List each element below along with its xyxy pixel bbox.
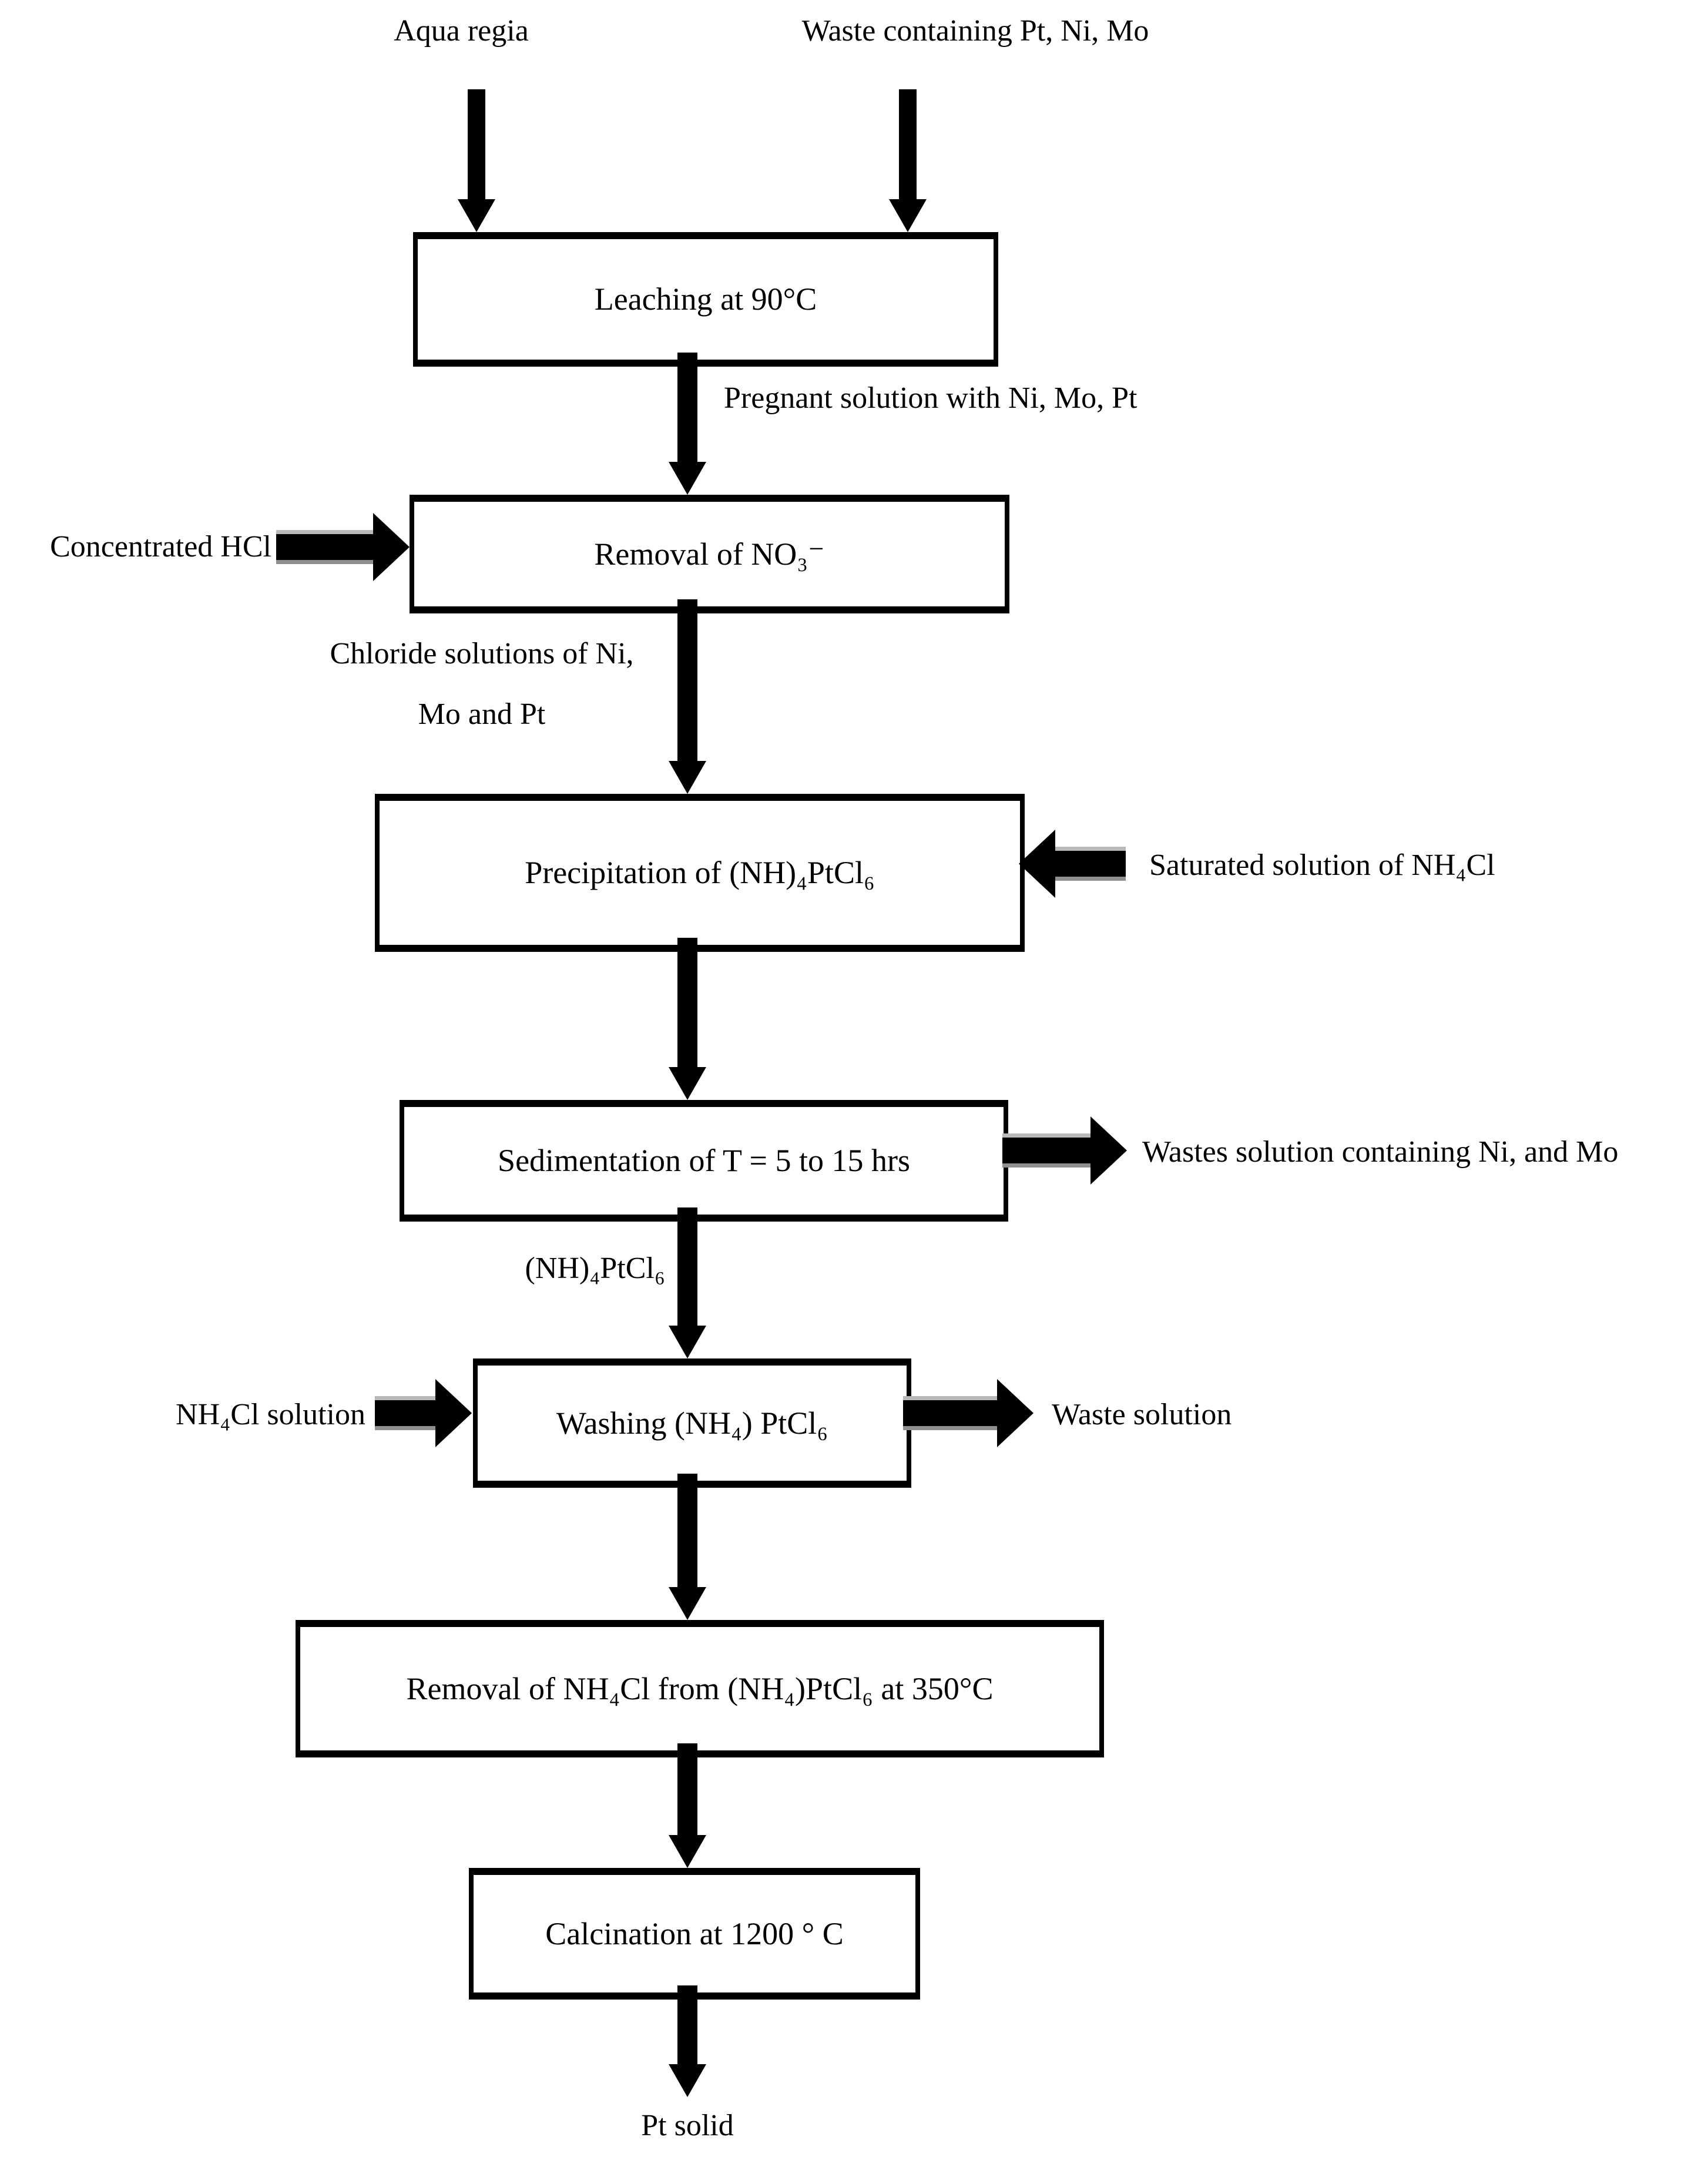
arrow-concentrated-hcl-input: [276, 513, 410, 581]
label-concentrated-hcl: Concentrated HCl: [50, 530, 271, 563]
box-leaching-label: Leaching at 90°C: [594, 281, 817, 317]
arrow-head: [669, 761, 706, 794]
arrow-head: [669, 1067, 706, 1100]
arrow-removal-nh4cl-to-calcination: [669, 1743, 706, 1868]
arrow-head: [1019, 830, 1055, 898]
arrow-stem: [276, 534, 375, 560]
arrow-head: [997, 1379, 1033, 1447]
arrow-stem: [899, 89, 917, 202]
box-removal-no3-label: Removal of NO₃⁻: [594, 536, 825, 572]
arrow-precipitation-to-sedimentation: [669, 938, 706, 1100]
arrow-aqua-regia-down: [458, 89, 495, 232]
box-removal-nh4cl-label: Removal of NH₄Cl from (NH₄)PtCl₆ at 350°…: [406, 1670, 994, 1706]
label-saturated-solution: Saturated solution of NH₄Cl: [1149, 848, 1495, 882]
label-waste-solution: Waste solution: [1052, 1398, 1232, 1431]
arrow-stem: [677, 938, 697, 1069]
box-sedimentation: Sedimentation of T = 5 to 15 hrs: [400, 1100, 1008, 1222]
arrow-stem: [677, 353, 697, 464]
arrow-stem: [677, 1474, 697, 1589]
arrow-wastes-solution-output: [1002, 1116, 1127, 1185]
box-calcination-label: Calcination at 1200 ° C: [545, 1916, 844, 1951]
arrow-head: [669, 1587, 706, 1620]
label-nh4ptcl6: (NH)₄PtCl₆: [525, 1252, 666, 1285]
box-sedimentation-label: Sedimentation of T = 5 to 15 hrs: [498, 1143, 910, 1179]
arrow-stem: [1053, 851, 1126, 877]
arrow-stem: [677, 1985, 697, 2067]
arrow-waste-solution-output: [903, 1379, 1033, 1447]
label-nh4cl-solution: NH₄Cl solution: [176, 1398, 365, 1431]
box-precipitation-label: Precipitation of (NH)₄PtCl₆: [525, 855, 875, 891]
box-precipitation: Precipitation of (NH)₄PtCl₆: [375, 794, 1025, 952]
label-pt-solid: Pt solid: [641, 2109, 734, 2142]
arrow-head: [1090, 1116, 1127, 1185]
arrow-head: [669, 1835, 706, 1868]
label-waste-containing: Waste containing Pt, Ni, Mo: [801, 14, 1149, 48]
box-washing: Washing (NH₄) PtCl₆: [473, 1358, 911, 1488]
box-washing-label: Washing (NH₄) PtCl₆: [556, 1405, 828, 1441]
arrow-head: [373, 513, 410, 581]
arrow-stem: [677, 1743, 697, 1837]
arrow-head: [889, 199, 927, 232]
box-removal-no3: Removal of NO₃⁻: [410, 495, 1009, 613]
arrow-head: [669, 462, 706, 495]
arrow-removal-no3-to-precipitation: [669, 599, 706, 794]
label-chloride-solutions: Chloride solutions of Ni, Mo and Pt: [282, 635, 682, 733]
arrow-stem: [677, 599, 697, 763]
arrow-head: [435, 1379, 472, 1447]
arrow-nh4cl-solution-input: [375, 1379, 472, 1447]
arrow-saturated-solution-input: [1019, 830, 1126, 898]
label-chloride-line2: Mo and Pt: [418, 697, 546, 731]
arrow-leaching-to-removal-no3: [669, 353, 706, 495]
arrow-sedimentation-to-washing: [669, 1207, 706, 1358]
box-leaching: Leaching at 90°C: [413, 232, 998, 367]
arrow-stem: [1002, 1138, 1093, 1163]
label-chloride-line1: Chloride solutions of Ni,: [330, 637, 634, 670]
arrow-calcination-to-pt-solid: [669, 1985, 706, 2097]
arrow-head: [669, 1326, 706, 1358]
arrow-stem: [903, 1400, 999, 1426]
arrow-head: [669, 2064, 706, 2097]
box-removal-nh4cl: Removal of NH₄Cl from (NH₄)PtCl₆ at 350°…: [296, 1620, 1104, 1757]
arrow-head: [458, 199, 495, 232]
arrow-stem: [375, 1400, 438, 1426]
label-aqua-regia: Aqua regia: [394, 14, 529, 48]
label-wastes-solution: Wastes solution containing Ni, and Mo: [1142, 1135, 1619, 1169]
arrow-washing-to-removal-nh4cl: [669, 1474, 706, 1620]
box-calcination: Calcination at 1200 ° C: [469, 1868, 920, 2000]
arrow-waste-down: [889, 89, 927, 232]
label-pregnant-solution: Pregnant solution with Ni, Mo, Pt: [724, 381, 1137, 415]
arrow-stem: [468, 89, 485, 202]
arrow-stem: [677, 1207, 697, 1328]
